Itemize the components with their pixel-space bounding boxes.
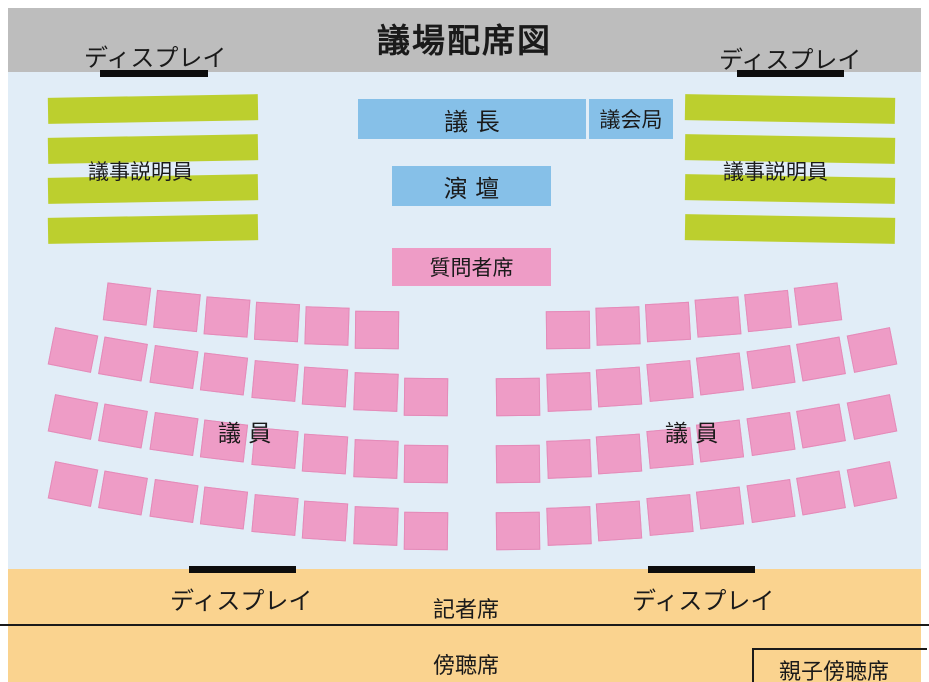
member-seat	[545, 372, 592, 413]
members-left-label: 議 員	[218, 421, 272, 447]
member-seat	[301, 500, 349, 542]
member-seat	[793, 282, 843, 326]
member-seat	[98, 470, 148, 516]
member-seat	[545, 506, 592, 547]
display-bottom-left	[189, 566, 296, 573]
explainers-right-label: 議事説明員	[723, 160, 828, 184]
podium: 演 壇	[392, 166, 551, 206]
display-bottom-right-label: ディスプレイ	[632, 587, 775, 615]
press-area	[8, 569, 921, 624]
member-seat	[644, 301, 692, 343]
member-seat	[595, 433, 643, 475]
explainer-row-right	[684, 94, 896, 124]
member-seat	[746, 344, 795, 389]
explainer-row-left	[47, 214, 259, 244]
member-seat	[149, 411, 198, 456]
member-seat	[796, 336, 846, 382]
explainer-row-left	[47, 94, 259, 124]
display-top-right	[737, 70, 844, 77]
member-seat	[595, 500, 643, 542]
display-top-left-label: ディスプレイ	[84, 44, 227, 72]
display-top-right-label: ディスプレイ	[719, 46, 862, 74]
member-seat	[199, 352, 249, 396]
member-seat	[153, 289, 201, 332]
questioner-seat-label: 質問者席	[429, 256, 514, 280]
gallery-label: 傍聴席	[433, 654, 500, 679]
header-band: 議場配席図	[8, 8, 921, 72]
display-bottom-left-label: ディスプレイ	[170, 587, 313, 615]
member-seat	[495, 444, 541, 484]
member-seat	[352, 506, 399, 547]
member-seat	[352, 439, 399, 480]
member-seat	[98, 336, 148, 382]
member-seat	[595, 306, 641, 346]
member-seat	[354, 310, 400, 350]
member-seat	[403, 444, 449, 484]
member-seat	[746, 478, 795, 523]
member-seat	[796, 470, 846, 516]
member-seat	[149, 344, 198, 389]
member-seat	[846, 393, 897, 440]
member-seat	[495, 377, 541, 417]
member-seat	[250, 360, 299, 402]
member-seat	[149, 478, 198, 523]
member-seat	[645, 360, 694, 402]
display-bottom-right	[648, 566, 755, 573]
member-seat	[301, 433, 349, 475]
member-seat	[796, 403, 846, 449]
member-seat	[744, 289, 792, 332]
member-seat	[695, 486, 745, 530]
questioner-seat: 質問者席	[392, 248, 551, 286]
member-seat	[47, 326, 98, 373]
member-seat	[47, 393, 98, 440]
member-seat	[199, 486, 249, 530]
member-seat	[304, 306, 350, 346]
secretariat-seat: 議会局	[589, 99, 673, 139]
member-seat	[253, 301, 301, 343]
gallery-area	[8, 626, 921, 682]
member-seat	[645, 494, 694, 536]
chairman-label: 議 長	[444, 107, 500, 136]
family-gallery-label: 親子傍聴席	[779, 660, 890, 682]
member-seat	[352, 372, 399, 413]
family-gallery-box	[752, 648, 927, 682]
member-seat	[102, 282, 152, 326]
member-seat	[694, 295, 742, 338]
page-title: 議場配席図	[377, 21, 552, 60]
chairman-seat: 議 長	[358, 99, 586, 139]
member-seat	[545, 310, 591, 350]
secretariat-label: 議会局	[599, 108, 663, 132]
press-seats-label: 記者席	[433, 598, 500, 623]
member-seat	[495, 511, 541, 551]
explainer-row-right	[684, 214, 896, 244]
member-seat	[203, 295, 251, 338]
member-seat	[746, 411, 795, 456]
member-seat	[403, 377, 449, 417]
member-seat	[595, 366, 643, 408]
member-seat	[47, 460, 98, 507]
member-seat	[98, 403, 148, 449]
display-top-left	[100, 70, 208, 77]
gallery-divider	[0, 624, 929, 626]
member-seat	[695, 352, 745, 396]
member-seat	[846, 460, 897, 507]
members-right-label: 議 員	[665, 421, 719, 447]
explainers-left-label: 議事説明員	[88, 160, 193, 184]
member-seat	[846, 326, 897, 373]
member-seat	[545, 439, 592, 480]
member-seat	[250, 494, 299, 536]
podium-label: 演 壇	[443, 174, 500, 203]
member-seat	[301, 366, 349, 408]
member-seat	[403, 511, 449, 551]
